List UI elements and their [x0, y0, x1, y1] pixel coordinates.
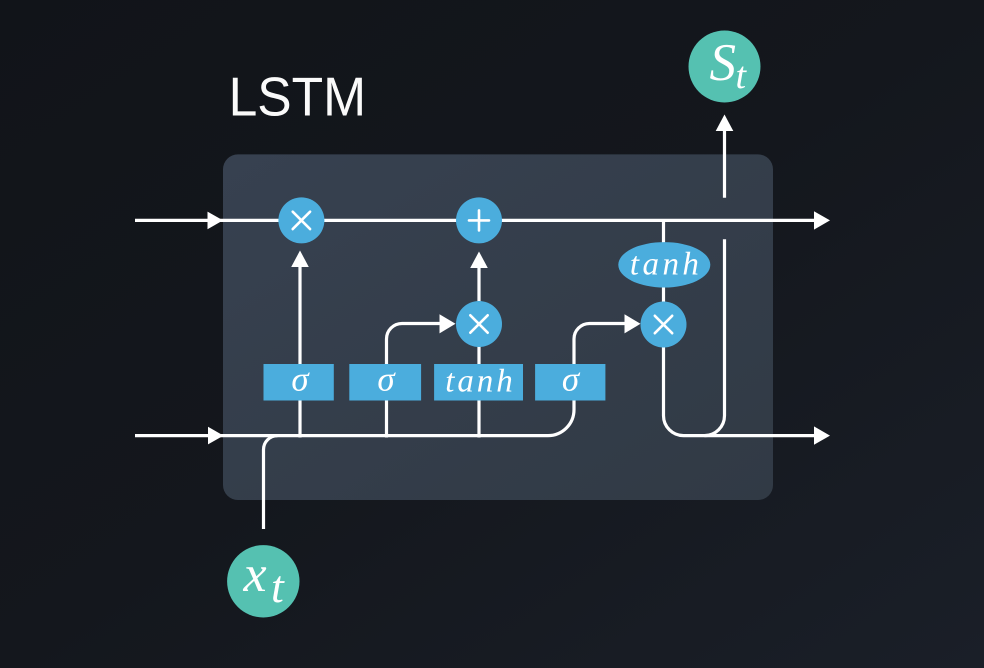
svg-text:t: t: [271, 561, 285, 612]
svg-text:LSTM: LSTM: [229, 66, 367, 128]
svg-text:σ: σ: [377, 360, 396, 399]
svg-text:t: t: [736, 55, 748, 97]
svg-text:S: S: [710, 34, 737, 92]
svg-text:σ: σ: [291, 360, 310, 399]
svg-text:σ: σ: [562, 360, 581, 399]
svg-text:tanh: tanh: [445, 364, 513, 400]
svg-text:x: x: [243, 546, 267, 603]
